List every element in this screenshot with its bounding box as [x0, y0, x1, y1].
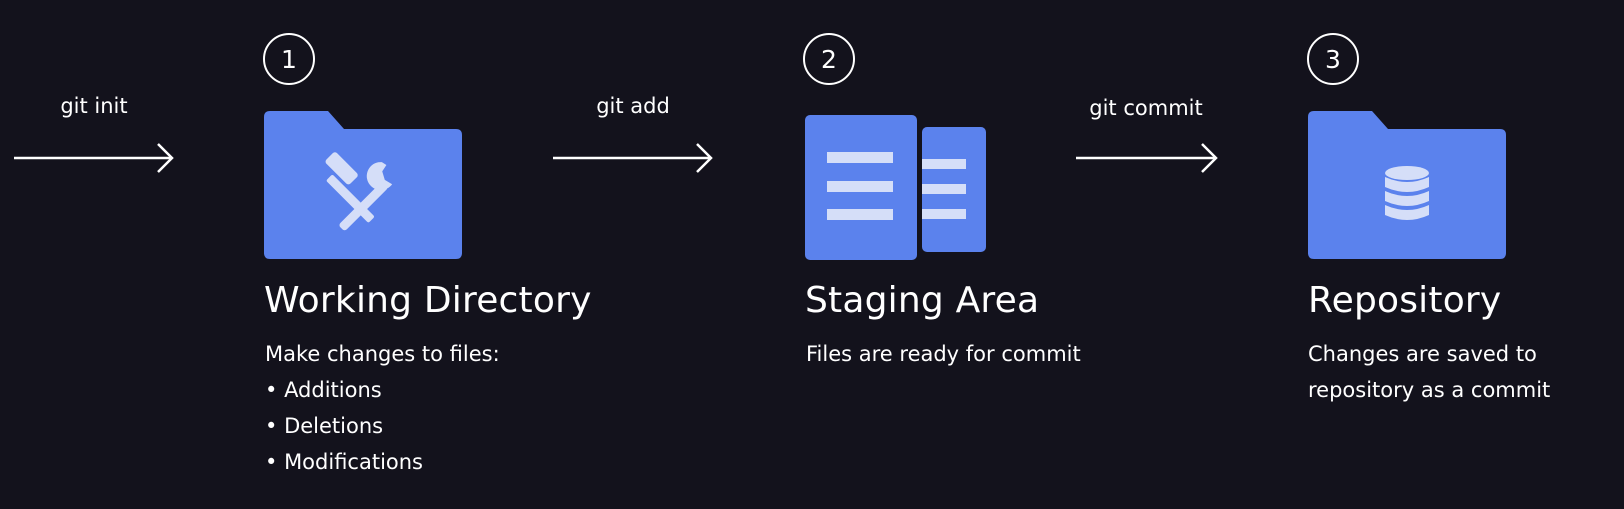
step-number-1: 1 [263, 33, 315, 85]
stage-title-working-directory: Working Directory [264, 280, 592, 321]
description-text: Make changes to files: [265, 342, 500, 366]
arrow-right-icon [553, 143, 713, 173]
list-item: Additions [265, 372, 500, 408]
git-init-label: git init [60, 94, 128, 118]
step-number-2: 2 [803, 33, 855, 85]
stage-title-staging-area: Staging Area [805, 280, 1040, 321]
arrow-right-icon [14, 143, 174, 173]
database-folder-icon [1308, 111, 1506, 259]
stage-title-repository: Repository [1308, 280, 1502, 321]
tools-folder-icon [264, 111, 462, 259]
stage-description-repository: Changes are saved to repository as a com… [1308, 336, 1550, 408]
changes-list: Additions Deletions Modifications [265, 372, 500, 480]
git-add-label: git add [596, 94, 670, 118]
list-item: Deletions [265, 408, 500, 444]
stage-description-staging-area: Files are ready for commit [806, 342, 1081, 366]
description-line: repository as a commit [1308, 378, 1551, 402]
stage-description-working-directory: Make changes to files: Additions Deletio… [265, 336, 500, 480]
arrow-right-icon [1076, 143, 1218, 173]
list-item: Modifications [265, 444, 500, 480]
documents-icon [805, 115, 986, 260]
git-commit-label: git commit [1089, 96, 1203, 120]
step-number-3: 3 [1307, 33, 1359, 85]
description-line: Changes are saved to [1308, 342, 1537, 366]
